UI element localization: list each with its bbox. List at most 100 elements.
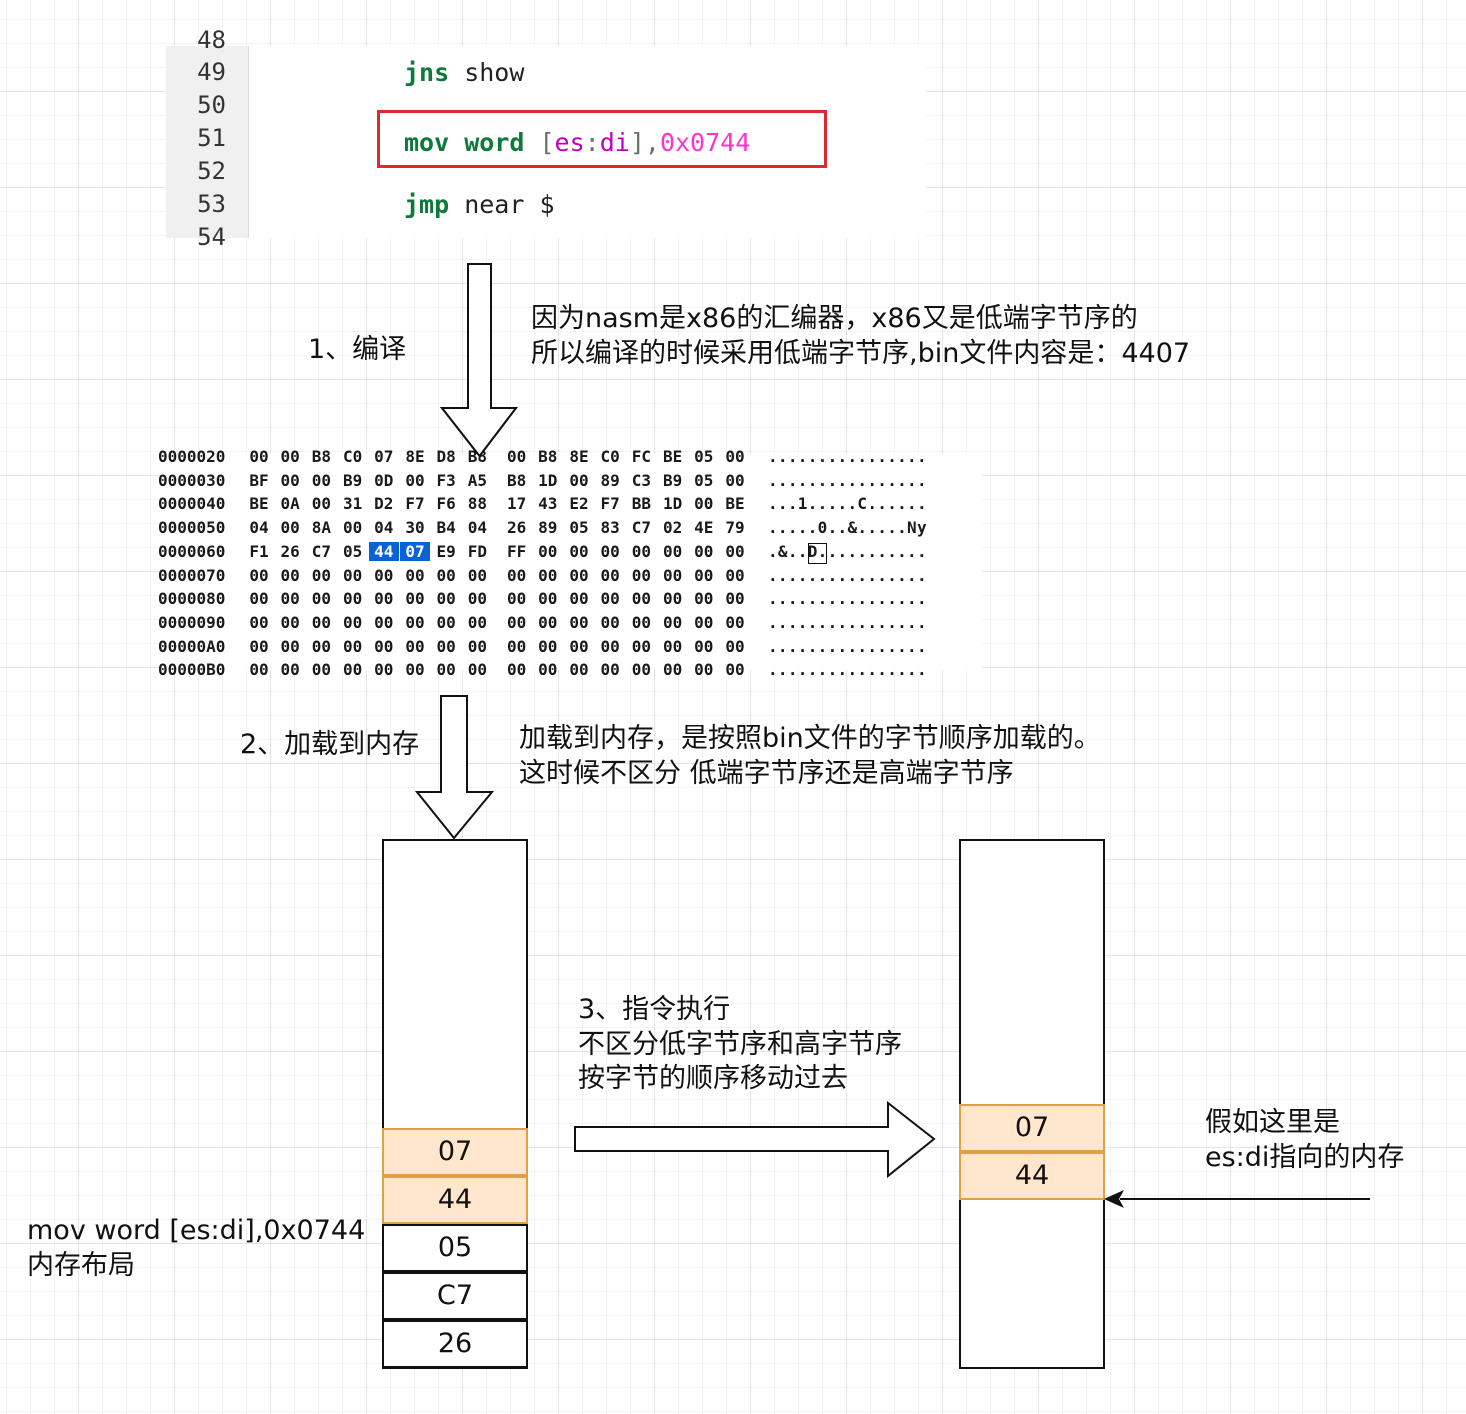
hex-byte[interactable]: 00 [436,565,456,585]
hex-byte[interactable]: 00 [694,565,714,585]
hex-byte[interactable]: B8 [538,447,558,466]
hex-byte[interactable]: 00 [405,660,425,680]
hex-byte[interactable]: 00 [569,470,589,490]
hex-byte[interactable]: 00 [342,612,363,632]
hex-byte[interactable]: FC [631,447,652,466]
hex-byte[interactable]: 05 [342,541,363,561]
hex-byte[interactable]: 1D [538,470,558,490]
hex-byte[interactable]: 00 [467,565,488,585]
hex-byte[interactable]: F3 [436,470,456,490]
hex-byte[interactable]: 00 [694,541,714,561]
hex-byte[interactable]: 30 [405,518,425,538]
hex-byte[interactable]: BE [662,447,683,466]
hex-byte[interactable]: 00 [631,636,652,656]
hex-byte[interactable]: B8 [506,470,527,490]
hex-byte[interactable]: 00 [569,565,589,585]
hex-byte[interactable]: BB [631,494,652,514]
hex-byte[interactable]: 00 [311,470,332,490]
hex-byte[interactable]: 00 [569,660,589,680]
hex-byte[interactable]: 00 [374,660,394,680]
hex-byte[interactable]: 79 [725,518,745,538]
hex-byte[interactable]: 00 [725,565,745,585]
hex-byte[interactable]: 00 [436,612,456,632]
hex-byte[interactable]: 00 [467,589,488,609]
hex-byte[interactable]: D2 [374,494,394,514]
hex-byte[interactable]: 00 [249,612,269,632]
hex-byte[interactable]: 44 [368,541,399,561]
hex-byte[interactable]: C0 [342,447,363,466]
hex-byte[interactable]: 00 [538,541,558,561]
hex-byte[interactable]: 00 [569,636,589,656]
hex-byte[interactable]: 0A [280,494,300,514]
hex-byte[interactable]: 00 [342,565,363,585]
hex-byte[interactable]: BE [249,494,269,514]
hex-byte[interactable]: 00 [342,660,363,680]
hex-byte[interactable]: 00 [631,541,652,561]
hex-byte[interactable]: 05 [694,470,714,490]
hex-byte[interactable]: 00 [342,636,363,656]
hex-byte[interactable]: B9 [342,470,363,490]
hex-byte[interactable]: 00 [405,565,425,585]
hex-byte[interactable]: 00 [374,612,394,632]
hex-byte[interactable]: 00 [249,589,269,609]
hex-byte[interactable]: 00 [600,636,620,656]
hex-byte[interactable]: 00 [405,636,425,656]
hex-byte[interactable]: 00 [725,447,745,466]
hex-byte[interactable]: 00 [311,565,332,585]
hex-byte[interactable]: 00 [342,589,363,609]
hex-byte[interactable]: 00 [506,636,527,656]
hex-byte[interactable]: 00 [600,589,620,609]
hex-byte[interactable]: 43 [538,494,558,514]
hex-byte[interactable]: 00 [506,565,527,585]
hex-byte[interactable]: 0D [374,470,394,490]
hex-byte[interactable]: 00 [280,660,300,680]
hex-byte[interactable]: 07 [374,447,394,466]
hex-byte[interactable]: 00 [631,565,652,585]
hex-byte[interactable]: 00 [405,589,425,609]
hex-byte[interactable]: 00 [280,470,300,490]
hex-byte[interactable]: 00 [662,660,683,680]
hex-byte[interactable]: 00 [280,447,300,466]
hex-byte[interactable]: 88 [467,494,488,514]
hex-byte[interactable]: 00 [694,660,714,680]
hex-byte[interactable]: 1D [662,494,683,514]
hex-byte[interactable]: 04 [374,518,394,538]
hex-byte[interactable]: 00 [467,636,488,656]
hex-byte[interactable]: 8A [311,518,332,538]
hex-byte[interactable]: 00 [405,612,425,632]
hex-byte[interactable]: 00 [725,636,745,656]
hex-byte[interactable]: 02 [662,518,683,538]
hex-byte[interactable]: A5 [467,470,488,490]
hex-byte[interactable]: 00 [506,660,527,680]
hex-byte[interactable]: C7 [311,541,332,561]
hex-byte[interactable]: 04 [249,518,269,538]
hex-byte[interactable]: 00 [600,660,620,680]
hex-byte[interactable]: 26 [280,541,300,561]
hex-byte[interactable]: 00 [725,660,745,680]
hex-byte[interactable]: 00 [569,589,589,609]
hex-byte[interactable]: 04 [467,518,488,538]
hex-byte[interactable]: 00 [467,660,488,680]
hex-byte[interactable]: 00 [249,636,269,656]
hex-byte[interactable]: BE [725,494,745,514]
hex-byte[interactable]: 00 [694,636,714,656]
hex-byte[interactable]: 00 [600,612,620,632]
hex-byte[interactable]: FF [506,541,527,561]
hex-byte[interactable]: 00 [249,447,269,466]
hex-byte[interactable]: 00 [374,636,394,656]
hex-byte[interactable]: 05 [694,447,714,466]
hex-byte[interactable]: 00 [249,660,269,680]
hex-byte[interactable]: 05 [569,518,589,538]
hex-byte[interactable]: B9 [662,470,683,490]
hex-byte[interactable]: BF [249,470,269,490]
hex-byte[interactable]: 00 [467,612,488,632]
hex-byte[interactable]: 00 [538,589,558,609]
hex-byte[interactable]: 00 [725,470,745,490]
hex-byte[interactable]: 00 [694,589,714,609]
hex-byte[interactable]: 89 [538,518,558,538]
hex-byte[interactable]: 00 [280,636,300,656]
hex-byte[interactable]: 00 [569,541,589,561]
hex-byte[interactable]: 00 [538,660,558,680]
hex-byte[interactable]: 00 [311,589,332,609]
hex-byte[interactable]: 00 [506,612,527,632]
